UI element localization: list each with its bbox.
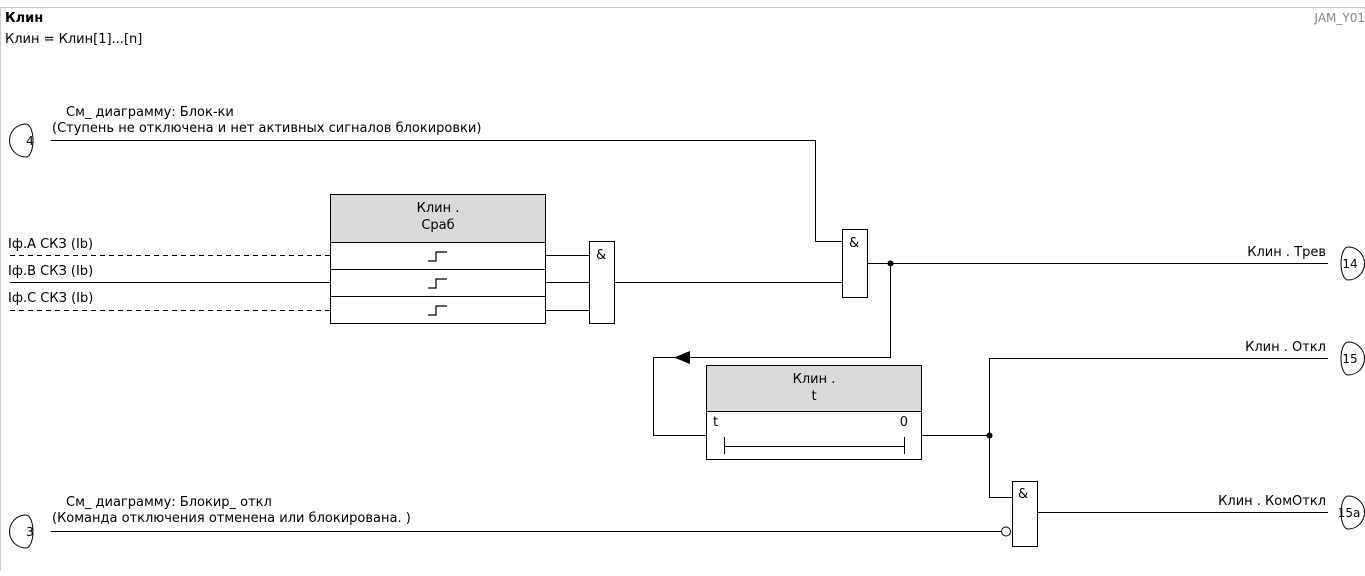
svg-text:3: 3 [26,525,34,539]
pickup-row-b [331,270,546,297]
output-label-trip-cmd: Клин . КомОткл [1218,494,1326,509]
and-symbol: & [849,236,859,251]
output-label-alarm: Клин . Трев [1247,245,1326,260]
note-blocking-desc: (Ступень не отключена и нет активных сиг… [52,121,481,136]
timer-label-end: 0 [900,415,908,430]
note-trip-block-ref: См_ диаграмму: Блокир_ откл [66,495,272,510]
and-gate-pickup: & [590,242,615,324]
svg-text:15a: 15a [1338,506,1361,520]
input-connector-3: 3 [10,515,34,548]
input-connector-4: 4 [10,124,34,157]
diagram-title: Клин [5,11,43,26]
junction-dot [987,433,993,439]
and-symbol: & [1018,487,1028,502]
pickup-row-c [331,297,546,324]
timer-block-title-1: Клин . [793,372,836,387]
timer-block: Клин . t t 0 [707,366,922,460]
timer-block-body [707,412,922,460]
diagram-code: JAM_Y01 [1314,11,1365,25]
output-connector-15a: 15a [1338,496,1365,529]
svg-text:14: 14 [1342,257,1357,271]
timer-label-start: t [713,415,718,430]
diagram-subtitle: Клин = Клин[1]...[n] [5,32,142,47]
output-connector-15: 15 [1341,342,1365,375]
svg-text:4: 4 [26,134,34,148]
wire-trip-branch [990,359,1329,498]
junction-dot [888,261,894,267]
note-blocking-ref: См_ диаграмму: Блок-ки [66,105,234,120]
output-label-trip: Клин . Откл [1245,340,1326,355]
timer-block-title-2: t [811,389,816,404]
and-symbol: & [596,248,606,263]
pickup-block-title-1: Клин . [417,201,460,216]
inverter-icon [1002,527,1011,536]
and-gate-trip-cmd: & [1002,482,1038,547]
and-gate-alarm: & [843,230,868,298]
svg-text:15: 15 [1342,352,1357,366]
note-trip-block-desc: (Команда отключения отменена или блокиро… [52,511,411,526]
pickup-row-a [331,243,546,270]
input-label-phase-b: Iф.B СКЗ (Ib) [8,264,93,279]
input-label-phase-a: Iф.A СКЗ (Ib) [8,237,93,252]
input-label-phase-c: Iф.C СКЗ (Ib) [8,291,93,306]
arrow-left-icon [674,351,690,364]
pickup-block: Клин . Сраб [331,195,546,324]
wires [10,141,1328,532]
output-connector-14: 14 [1341,247,1365,280]
pickup-block-title-2: Сраб [421,218,454,233]
